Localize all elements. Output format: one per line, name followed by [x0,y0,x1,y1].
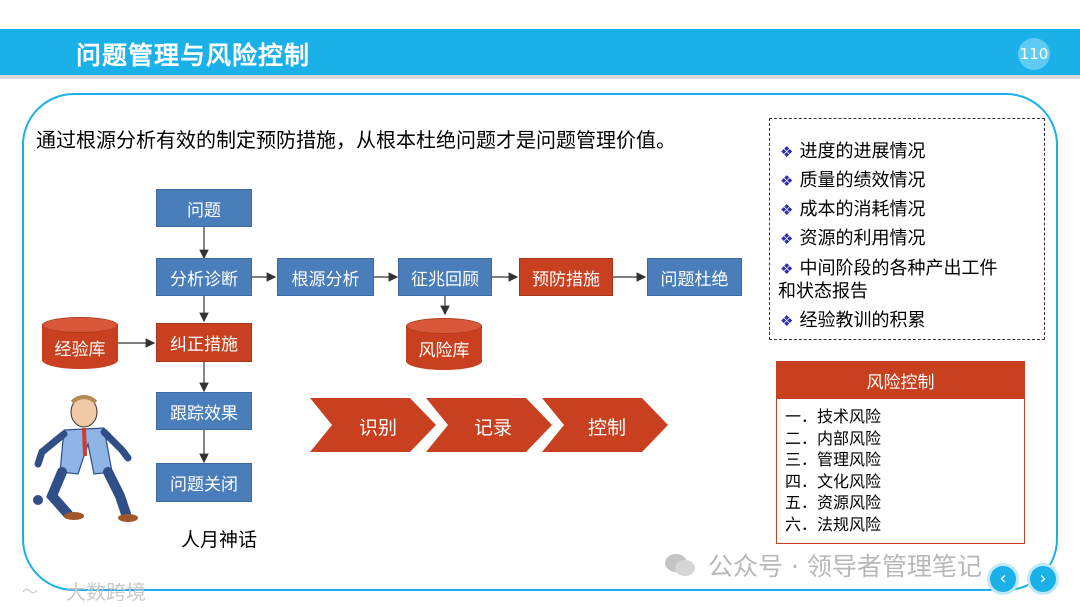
wechat-logo-icon [665,554,695,576]
intro-text: 通过根源分析有效的制定预防措施，从根本杜绝问题才是问题管理价值。 [36,128,676,152]
diamond-bullet-icon: ❖ [780,230,794,248]
chevron-identify-label: 识别 [358,417,397,439]
risk-item: 六．法规风险 [785,515,882,534]
status-item: ❖质量的绩效情况 [780,170,926,191]
box-corrective: 纠正措施 [156,323,252,362]
box-review: 征兆回顾 [398,258,492,296]
header-bar [0,29,1080,75]
box-root-cause: 根源分析 [277,258,374,296]
next-slide-button[interactable]: › [1030,566,1056,592]
diamond-bullet-icon: ❖ [780,260,794,278]
status-item: ❖经验教训的积累 [780,310,926,331]
watermark-wechat: 公众号 · 领导者管理笔记 [708,552,982,581]
caption-mythical-man-month: 人月神话 [181,529,258,551]
status-item: ❖资源的利用情况 [780,228,926,249]
slide-title: 问题管理与风险控制 [76,41,311,70]
box-problem: 问题 [156,189,252,227]
chevron-control-label: 控制 [587,417,626,439]
page-number: 110 [1018,38,1050,70]
status-item: ❖进度的进展情况 [780,141,926,162]
risk-item: 一．技术风险 [785,407,882,426]
box-tracking: 跟踪效果 [156,392,252,430]
db-experience-label: 经验库 [54,340,106,360]
content-frame [22,93,1058,591]
businessman-illustration [33,395,138,522]
diamond-bullet-icon: ❖ [780,201,794,219]
watermark-brand: 大数跨境 [66,580,146,604]
risk-item: 五．资源风险 [785,493,882,512]
process-chevrons [310,398,668,452]
box-eliminate: 问题杜绝 [647,258,742,296]
chevron-right-icon: › [1039,568,1047,589]
chevron-record [426,398,552,452]
db-experience: 经验库 [42,317,118,369]
risk-item: 四．文化风险 [785,472,882,491]
db-risk-label: 风险库 [418,341,470,361]
risk-control-title: 风险控制 [776,361,1025,399]
box-diagnosis: 分析诊断 [156,258,252,296]
watermark-logo-icon: 〜 [22,582,39,601]
diamond-bullet-icon: ❖ [780,312,794,330]
db-risk: 风险库 [406,318,482,370]
chevron-control [542,398,668,452]
status-item-continued: 和状态报告 [778,281,868,302]
chevron-left-icon: ‹ [999,568,1007,589]
risk-item: 二．内部风险 [785,429,882,448]
risk-item: 三．管理风险 [785,450,882,469]
box-prevention: 预防措施 [519,258,613,296]
diamond-bullet-icon: ❖ [780,172,794,190]
header-divider [0,75,1080,79]
diamond-bullet-icon: ❖ [780,143,794,161]
chevron-identify [310,398,436,452]
status-item: ❖中间阶段的各种产出工件 [780,258,998,279]
status-item: ❖成本的消耗情况 [780,199,926,220]
status-list-box: ❖进度的进展情况 ❖质量的绩效情况 ❖成本的消耗情况 ❖资源的利用情况 ❖中间阶… [769,118,1045,340]
chevron-record-label: 记录 [473,417,512,439]
prev-slide-button[interactable]: ‹ [990,566,1016,592]
box-close: 问题关闭 [156,463,252,502]
risk-control-list: 一．技术风险 二．内部风险 三．管理风险 四．文化风险 五．资源风险 六．法规风… [776,399,1025,544]
